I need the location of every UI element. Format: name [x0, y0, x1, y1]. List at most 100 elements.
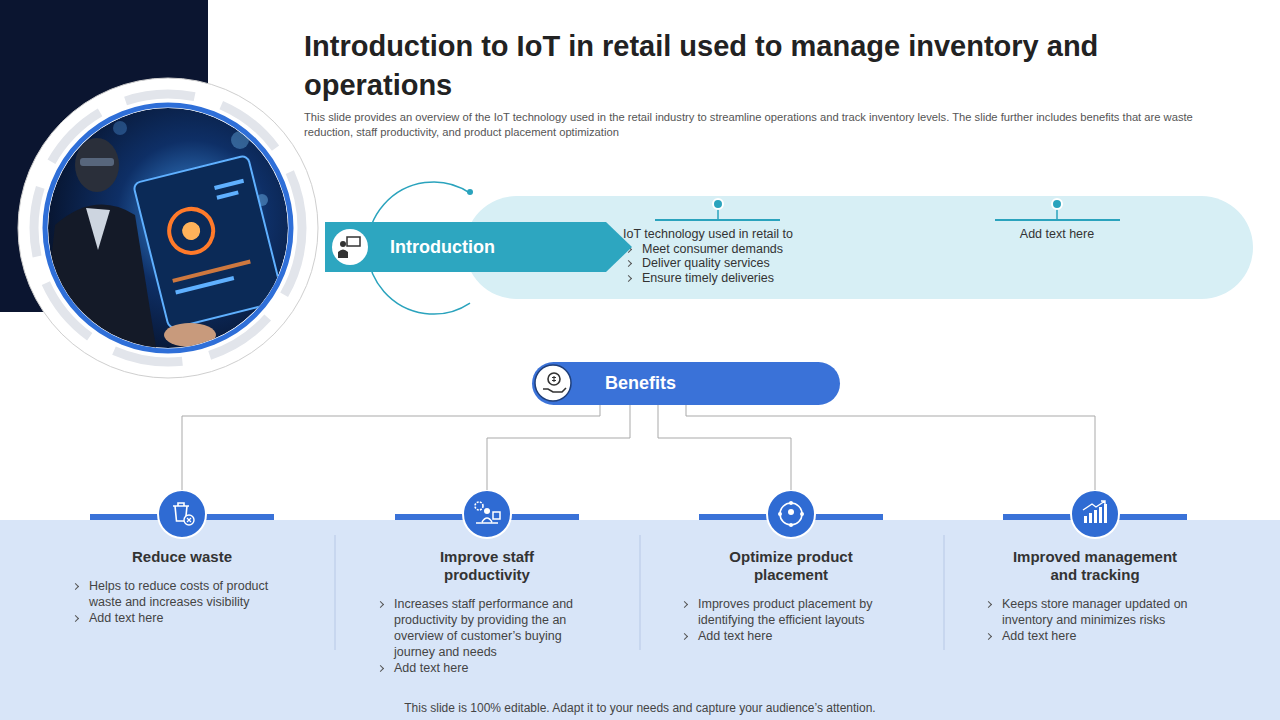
bokeh [113, 121, 127, 135]
icon-circle [332, 229, 368, 265]
bullet-text: Add text here [375, 660, 599, 676]
ui-line [214, 179, 244, 190]
card-icon-chart [1003, 490, 1187, 538]
icon-circle [535, 365, 571, 401]
dot [800, 512, 804, 516]
column-divider [640, 535, 641, 650]
bokeh [231, 131, 249, 149]
benefit-card: Reduce wasteHelps to reduce costs of pro… [70, 490, 294, 626]
board-glyph [347, 237, 360, 246]
bar-glyph [1089, 513, 1092, 523]
card-icon-staff [395, 490, 579, 538]
bottom-band [0, 520, 1280, 720]
trend-glyph [1083, 501, 1105, 510]
bullet-text: Keeps store manager updated on inventory… [983, 596, 1207, 628]
pill-label: Benefits [532, 362, 840, 405]
coin-glyph [548, 373, 560, 385]
presenter-body [338, 250, 348, 259]
glasses [80, 158, 114, 166]
tab-label: Introduction [325, 222, 632, 272]
connector-line [182, 405, 600, 490]
bullet-text: Improves product placement by identifyin… [679, 596, 903, 628]
intro-lead: IoT technology used in retail to [623, 227, 923, 242]
icon-circle [463, 490, 511, 538]
card-bullets: Improves product placement by identifyin… [679, 596, 903, 644]
hand [164, 323, 216, 347]
tablet-ring [165, 204, 218, 257]
benefit-card: Improve staff productivityIncreases staf… [375, 490, 599, 676]
card-heading: Optimize product placement [701, 548, 881, 584]
connector-line [686, 405, 1095, 490]
person-glyph [484, 508, 490, 514]
icon-circle [767, 490, 815, 538]
bullet-text: Increases staff performance and producti… [375, 596, 599, 660]
benefit-card: Improved management and trackingKeeps st… [983, 490, 1207, 644]
icon-circle [1071, 490, 1119, 538]
card-icon-placement [699, 490, 883, 538]
tablet [133, 155, 284, 329]
placeholder-text: Add text here [1017, 227, 1097, 242]
card-heading: Reduce waste [92, 548, 272, 566]
bar-glyph [1099, 507, 1102, 523]
intro-tab: Introduction [325, 222, 632, 272]
bullet-text: Deliver quality services [623, 256, 923, 271]
text-group: IoT technology used in retail toMeet con… [623, 227, 923, 285]
ui-line [172, 260, 251, 283]
footer-note: This slide is 100% editable. Adapt it to… [240, 701, 1040, 715]
text-group: Add text here [1017, 227, 1097, 242]
pill-icon [532, 362, 840, 405]
person-suit [40, 205, 158, 360]
hand-glyph [543, 388, 566, 392]
gear-glyph [475, 502, 483, 510]
bar-glyph [1104, 504, 1107, 523]
photo-illustration [40, 108, 288, 360]
tablet-body [133, 155, 284, 329]
benefits-pill: Benefits [532, 362, 840, 405]
center-dot [788, 509, 794, 515]
dot [789, 523, 793, 527]
icon-circle [158, 490, 206, 538]
person-head [75, 138, 119, 192]
column-divider [335, 535, 336, 650]
card-bullets: Helps to reduce costs of product waste a… [70, 578, 294, 626]
pin-dot [713, 199, 723, 209]
bar-glyph [1094, 510, 1097, 523]
desk-glyph [476, 512, 500, 523]
bullet-text: Add text here [983, 628, 1207, 644]
bar-glyph [1084, 516, 1087, 523]
tab-arrow [325, 222, 632, 272]
card-bullets: Increases staff performance and producti… [375, 596, 599, 676]
tablet-core [180, 220, 202, 242]
bullet-text: Add text here [679, 628, 903, 644]
ring-segments [34, 94, 302, 362]
connector-line [487, 405, 630, 490]
ring-glyph [780, 503, 802, 525]
ui-line [175, 276, 234, 294]
cancel-cross [187, 518, 191, 522]
dot [778, 512, 782, 516]
bullet-text: Ensure timely deliveries [623, 271, 923, 286]
connector-line [658, 405, 791, 490]
card-heading: Improve staff productivity [397, 548, 577, 584]
bullet-text: Add text here [70, 610, 294, 626]
presenter-head [340, 241, 346, 247]
cancel-glyph [184, 515, 194, 525]
dot [789, 501, 793, 505]
benefit-card: Optimize product placementImproves produ… [679, 490, 903, 644]
outer-ring [18, 78, 318, 378]
coin-mark [552, 376, 556, 382]
bullet-text: Helps to reduce costs of product waste a… [70, 578, 294, 610]
slide-subtitle: This slide provides an overview of the I… [304, 110, 1239, 140]
arc-dot [467, 189, 473, 195]
ui-line [216, 190, 238, 199]
shirt [86, 208, 110, 250]
pin-dot [1052, 199, 1062, 209]
slide-title: Introduction to IoT in retail used to ma… [304, 27, 1234, 105]
column-divider [944, 535, 945, 650]
bullet-text: Meet consumer demands [623, 242, 923, 257]
card-icon-bin [90, 490, 274, 538]
